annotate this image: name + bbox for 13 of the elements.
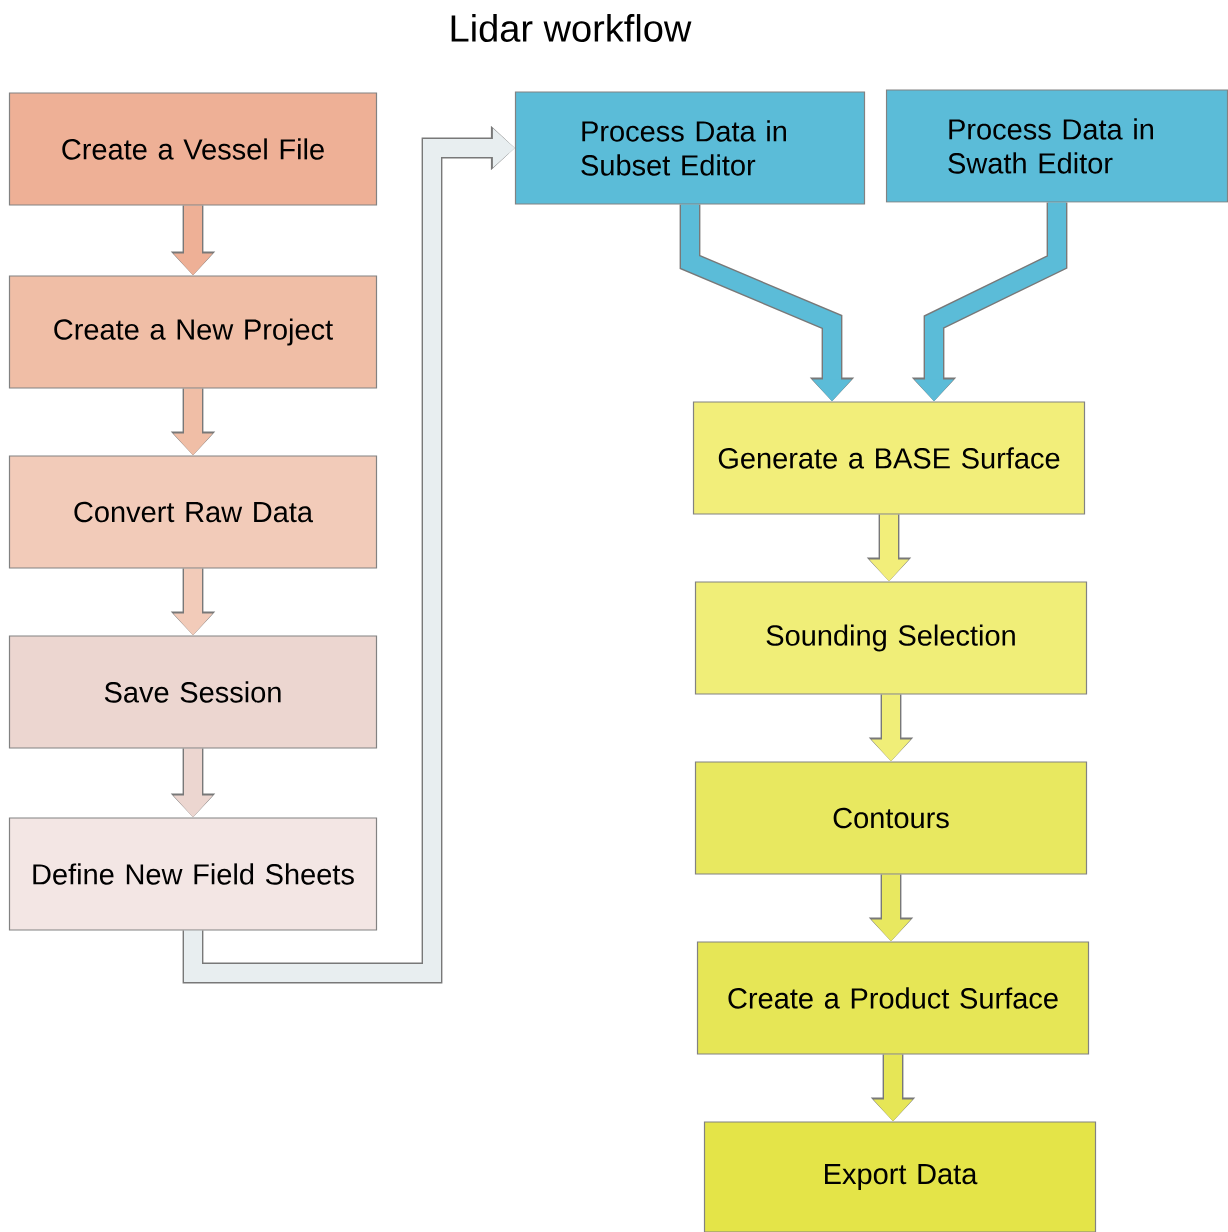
title: Lidar workflow [451,14,692,42]
process-box: Process Data in Subset Editor [514,91,866,205]
process-box: Contours [694,761,1088,875]
process-box: Create a New Project [8,275,378,389]
process-box: Save Session [8,635,378,749]
process-box: Create a Vessel File [8,92,378,206]
process-box: Export Data [703,1121,1097,1232]
process-box: Sounding Selection [694,581,1088,695]
process-box: Convert Raw Data [8,455,378,569]
process-box: Define New Field Sheets [8,817,378,931]
process-box: Process Data in Swath Editor [885,89,1228,203]
process-box: Create a Product Surface [696,941,1090,1055]
process-box: Generate a BASE Surface [692,401,1086,515]
